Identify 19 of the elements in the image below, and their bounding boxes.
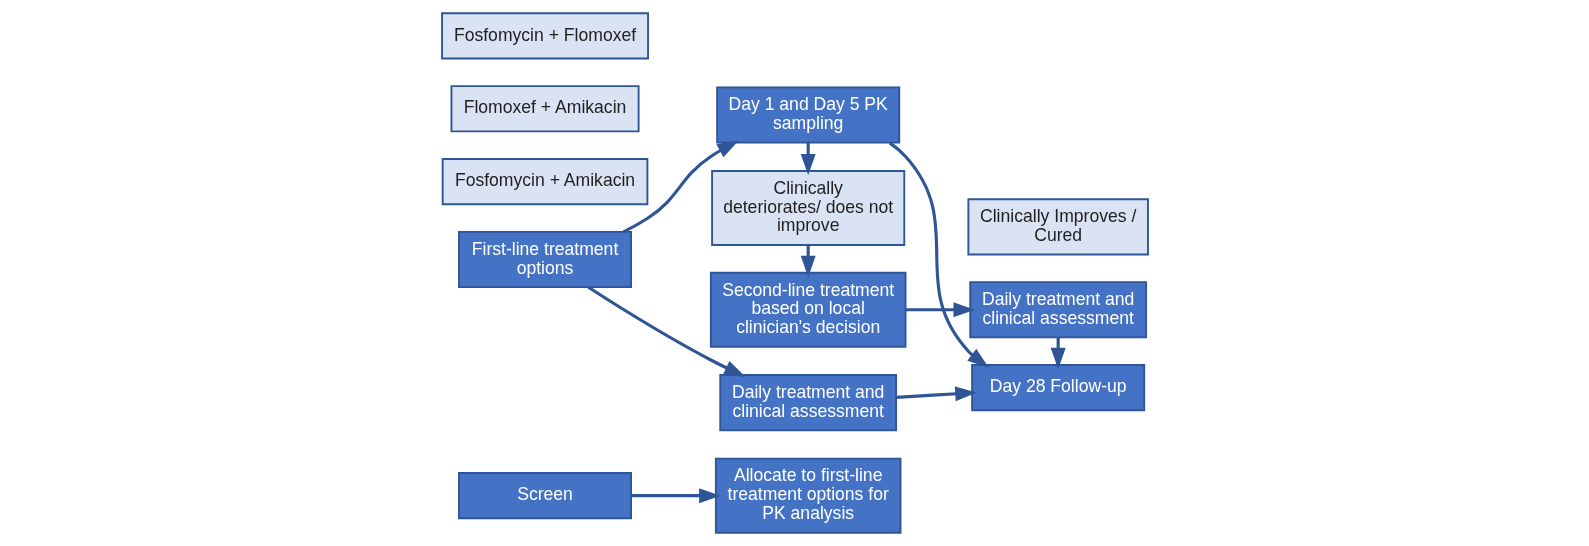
node-box: First-line treatment options — [457, 230, 632, 289]
node-box: Fosfomycin + Flomoxef — [440, 12, 649, 60]
arrow — [630, 488, 721, 504]
node-box: Daily treatment and clinical assessment — [968, 281, 1147, 339]
node-box: Clinically Improves / Cured — [966, 198, 1149, 256]
arrow — [895, 386, 977, 402]
node-box: Day 28 Follow-up — [970, 364, 1145, 412]
node-box: Second-line treatment based on local clinician's decision — [709, 271, 906, 348]
arrow — [888, 141, 989, 368]
node-box: Screen — [457, 472, 632, 520]
node-box: Clinically deteriorates/ does not improve — [710, 170, 905, 246]
node-box: Fosfomycin + Amikacin — [441, 158, 648, 206]
node-box: Allocate to first-line treatment options for PK analysis — [714, 457, 901, 534]
arrow — [587, 285, 746, 377]
node-box: Flomoxef + Amikacin — [450, 85, 640, 133]
node-box: Daily treatment and clinical assessment — [718, 374, 897, 432]
arrow — [905, 302, 975, 318]
arrow — [622, 140, 739, 234]
node-box: Day 1 and Day 5 PK sampling — [715, 86, 900, 144]
